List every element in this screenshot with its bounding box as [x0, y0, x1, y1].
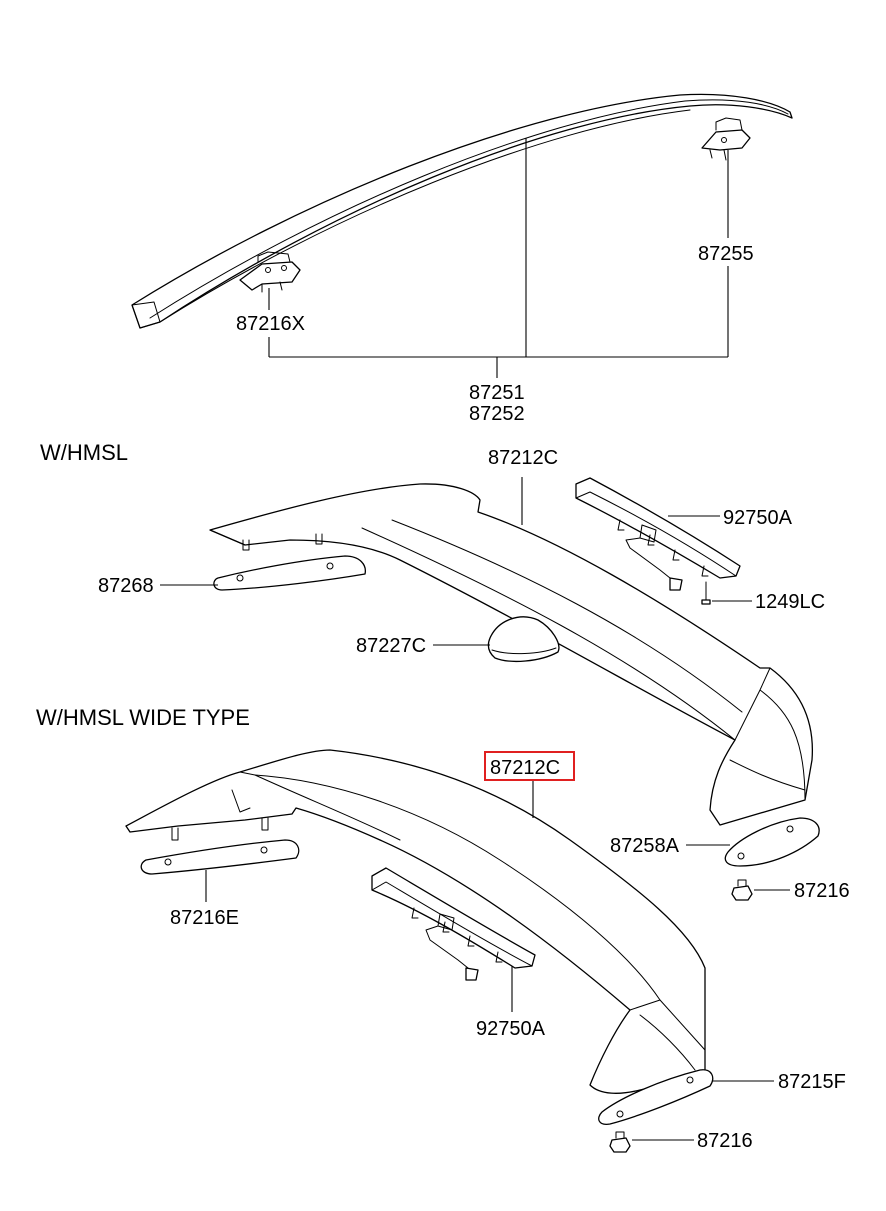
label-87215f: 87215F	[778, 1071, 846, 1093]
label-87212c-wide[interactable]: 87212C	[490, 757, 560, 779]
leaders-top	[268, 138, 729, 378]
spoiler-hmsl-wide	[125, 749, 706, 1094]
nut-87216-top	[731, 879, 753, 901]
section-title-hmsl-wide: W/HMSL WIDE TYPE	[36, 705, 250, 730]
gasket-87258a	[724, 817, 820, 867]
label-1249lc: 1249LC	[755, 591, 825, 613]
spoiler-hmsl	[209, 483, 814, 826]
gasket-87268	[213, 555, 366, 591]
screw-1249lc	[701, 581, 711, 605]
label-87216-top: 87216	[794, 880, 850, 902]
label-87252: 87252	[469, 403, 525, 425]
highlight-box-87212c	[484, 751, 575, 781]
label-87212c-top: 87212C	[488, 447, 558, 469]
label-87255: 87255	[698, 243, 754, 265]
label-87216x: 87216X	[236, 313, 305, 335]
gasket-87215f	[598, 1069, 714, 1125]
lamp-92750a-wide	[371, 867, 536, 981]
cover-87227c	[487, 616, 560, 662]
section-title-hmsl: W/HMSL	[40, 440, 128, 465]
label-92750a-top: 92750A	[723, 507, 793, 529]
roof-molding-strip	[131, 93, 793, 329]
lamp-92750a-top	[575, 477, 741, 591]
nut-87216-bottom	[609, 1131, 631, 1153]
clip-87255	[701, 117, 751, 161]
label-87251: 87251	[469, 382, 525, 404]
label-92750a-wide: 92750A	[476, 1018, 546, 1040]
label-87216-bottom: 87216	[697, 1130, 753, 1152]
label-87227c: 87227C	[356, 635, 426, 657]
gasket-87216e	[140, 839, 300, 875]
label-87258a: 87258A	[610, 835, 680, 857]
label-87216e: 87216E	[170, 907, 239, 929]
label-87268: 87268	[98, 575, 154, 597]
clip-87216x	[239, 251, 301, 293]
